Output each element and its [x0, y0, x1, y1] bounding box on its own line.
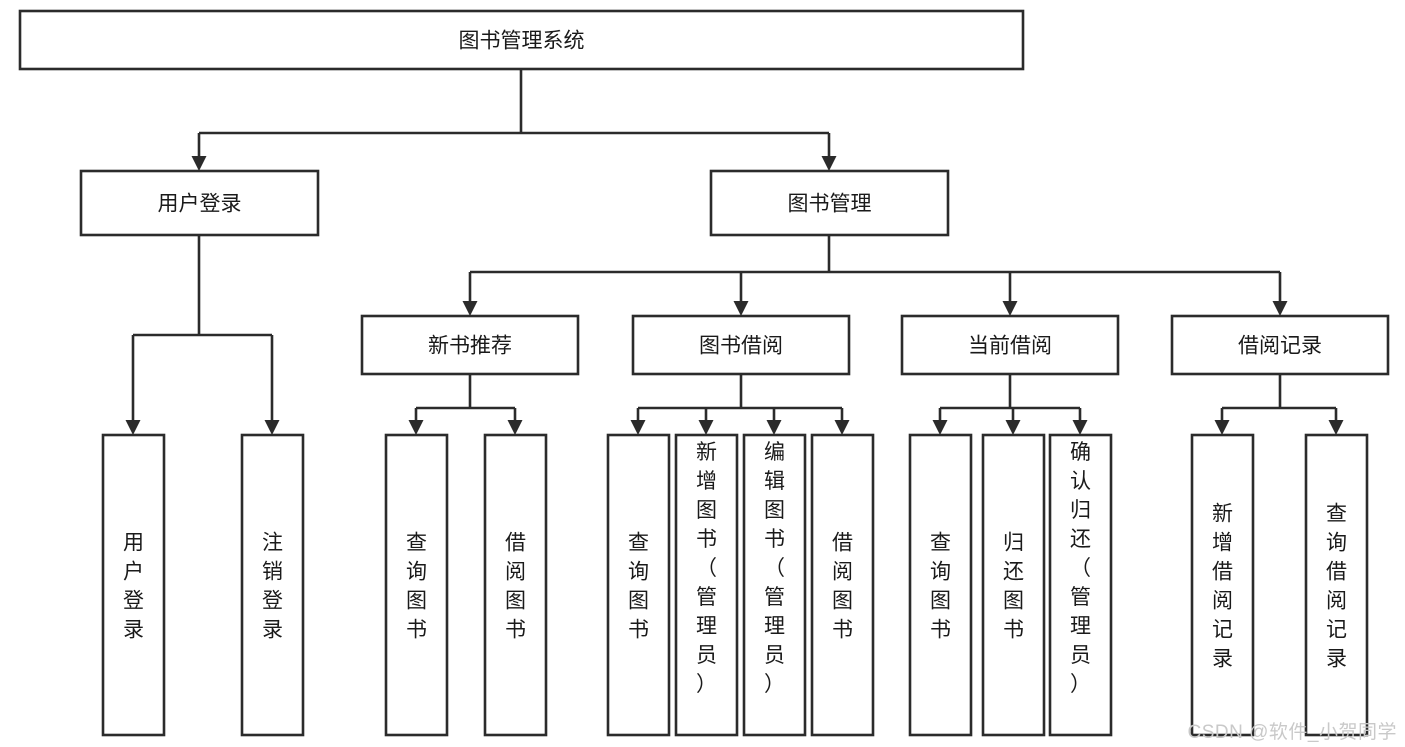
- currentborrow-children-arrow-2: [1072, 420, 1088, 435]
- userlogin-children-arrow-1: [264, 420, 280, 435]
- node-leaf-query-book-3[interactable]: 查询图书: [908, 433, 973, 737]
- node-borrow-record-label: 借阅记录: [1238, 335, 1322, 358]
- node-leaf-add-borrow-record-label: 新增借阅记录: [1212, 503, 1233, 671]
- node-leaf-edit-book-box: [742, 433, 807, 737]
- node-leaf-user-login[interactable]: 用户登录: [101, 433, 166, 737]
- node-book-management-label: 图书管理: [788, 193, 872, 216]
- node-leaf-return-book[interactable]: 归还图书: [981, 433, 1046, 737]
- root-to-level2-arrow-1: [821, 156, 837, 171]
- node-borrow-record[interactable]: 借阅记录: [1170, 314, 1390, 376]
- node-book-borrow[interactable]: 图书借阅: [631, 314, 851, 376]
- node-leaf-query-book-1-label: 查询图书: [406, 532, 427, 642]
- node-current-borrow-label: 当前借阅: [968, 335, 1052, 358]
- node-book-management[interactable]: 图书管理: [709, 169, 950, 237]
- node-user-login-box: [79, 169, 320, 237]
- node-leaf-user-login-box: [101, 433, 166, 737]
- node-leaf-confirm-return-box: [1048, 433, 1113, 737]
- node-leaf-confirm-return-label: 确认归还（管理员）: [1070, 441, 1091, 696]
- node-new-book-recommend-label: 新书推荐: [428, 335, 512, 358]
- node-leaf-query-book-3-box: [908, 433, 973, 737]
- node-leaf-edit-book[interactable]: 编辑图书（管理员）: [742, 433, 807, 737]
- node-leaf-add-book[interactable]: 新增图书（管理员）: [674, 433, 739, 737]
- node-book-borrow-box: [631, 314, 851, 376]
- node-book-borrow-label: 图书借阅: [699, 335, 783, 358]
- newbook-children-arrow-1: [507, 420, 523, 435]
- userlogin-children-arrow-0: [125, 420, 141, 435]
- bookborrow-children-arrow-0: [630, 420, 646, 435]
- node-leaf-logout-login-label: 注销登录: [262, 532, 283, 642]
- csdn-watermark: CSDN @软件_小贺同学: [1187, 722, 1397, 743]
- node-user-login[interactable]: 用户登录: [79, 169, 320, 237]
- node-leaf-add-borrow-record[interactable]: 新增借阅记录: [1190, 433, 1255, 737]
- node-leaf-add-borrow-record-box: [1190, 433, 1255, 737]
- bookmgmt-to-level3-arrow-3: [1272, 301, 1288, 316]
- node-leaf-borrow-book-2-label: 借阅图书: [832, 532, 853, 642]
- borrowrecord-children-arrow-0: [1214, 420, 1230, 435]
- node-current-borrow-box: [900, 314, 1120, 376]
- node-leaf-borrow-book-1-box: [483, 433, 548, 737]
- node-leaf-query-book-2[interactable]: 查询图书: [606, 433, 671, 737]
- bookmgmt-to-level3-arrow-2: [1002, 301, 1018, 316]
- node-leaf-edit-book-label: 编辑图书（管理员）: [764, 441, 785, 696]
- bookborrow-children-arrow-1: [698, 420, 714, 435]
- node-leaf-add-book-label: 新增图书（管理员）: [696, 441, 717, 696]
- currentborrow-children-arrow-0: [932, 420, 948, 435]
- node-root-label: 图书管理系统: [459, 30, 585, 53]
- node-leaf-query-book-1-box: [384, 433, 449, 737]
- node-leaf-borrow-book-2-box: [810, 433, 875, 737]
- node-book-management-box: [709, 169, 950, 237]
- node-current-borrow[interactable]: 当前借阅: [900, 314, 1120, 376]
- node-leaf-query-book-2-label: 查询图书: [628, 532, 649, 642]
- node-leaf-query-borrow-record-label: 查询借阅记录: [1326, 503, 1347, 671]
- node-leaf-query-book-1[interactable]: 查询图书: [384, 433, 449, 737]
- bookborrow-children-arrow-3: [834, 420, 850, 435]
- bookmgmt-to-level3-arrow-0: [462, 301, 478, 316]
- newbook-children-arrow-0: [408, 420, 424, 435]
- node-new-book-recommend-box: [360, 314, 580, 376]
- node-leaf-query-borrow-record-box: [1304, 433, 1369, 737]
- node-new-book-recommend[interactable]: 新书推荐: [360, 314, 580, 376]
- node-leaf-borrow-book-1[interactable]: 借阅图书: [483, 433, 548, 737]
- bookborrow-children-arrow-2: [766, 420, 782, 435]
- bookmgmt-to-level3-arrow-1: [733, 301, 749, 316]
- connector-layer: [125, 69, 1344, 435]
- node-leaf-borrow-book-1-label: 借阅图书: [505, 532, 526, 642]
- node-leaf-add-book-box: [674, 433, 739, 737]
- node-root[interactable]: 图书管理系统: [18, 9, 1025, 71]
- node-leaf-borrow-book-2[interactable]: 借阅图书: [810, 433, 875, 737]
- node-root-box: [18, 9, 1025, 71]
- node-leaf-user-login-label: 用户登录: [123, 532, 144, 642]
- node-leaf-logout-login-box: [240, 433, 305, 737]
- node-leaf-query-book-3-label: 查询图书: [930, 532, 951, 642]
- borrowrecord-children-arrow-1: [1328, 420, 1344, 435]
- currentborrow-children-arrow-1: [1005, 420, 1021, 435]
- node-leaf-return-book-box: [981, 433, 1046, 737]
- node-leaf-logout-login[interactable]: 注销登录: [240, 433, 305, 737]
- node-leaf-confirm-return[interactable]: 确认归还（管理员）: [1048, 433, 1113, 737]
- root-to-level2-arrow-0: [191, 156, 207, 171]
- node-leaf-query-book-2-box: [606, 433, 671, 737]
- node-leaf-query-borrow-record[interactable]: 查询借阅记录: [1304, 433, 1369, 737]
- node-layer: 图书管理系统用户登录图书管理新书推荐图书借阅当前借阅借阅记录用户登录注销登录查询…: [18, 9, 1390, 737]
- node-user-login-label: 用户登录: [158, 193, 242, 216]
- node-borrow-record-box: [1170, 314, 1390, 376]
- node-leaf-return-book-label: 归还图书: [1003, 532, 1024, 642]
